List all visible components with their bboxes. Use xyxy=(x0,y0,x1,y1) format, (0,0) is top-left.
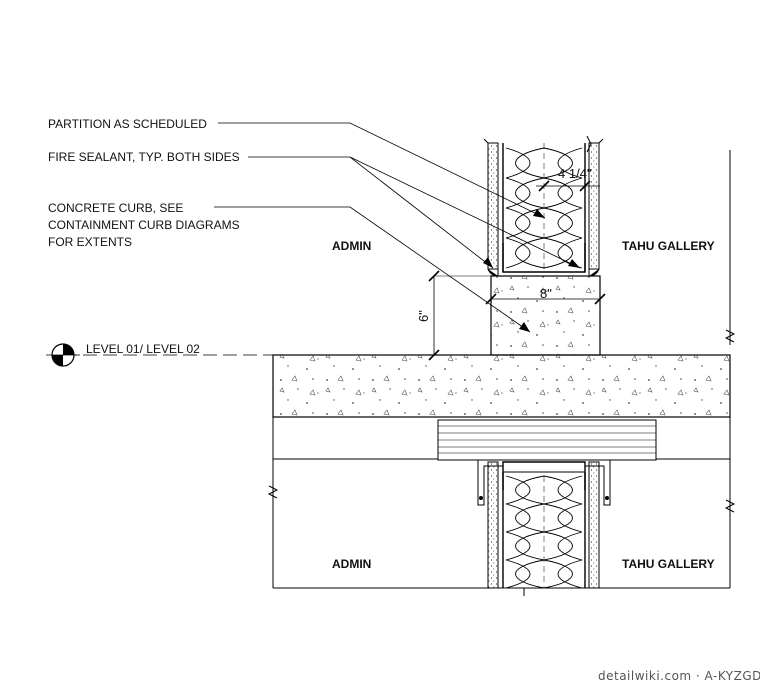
upper-partition xyxy=(483,138,604,277)
dimension-curb-height xyxy=(428,270,491,361)
deck-block xyxy=(437,419,657,461)
room-label-admin-lower: ADMIN xyxy=(332,557,371,571)
dimension-wall-thickness xyxy=(536,180,600,192)
note-curb-line-2: CONTAINMENT CURB DIAGRAMS xyxy=(48,218,240,232)
level-marker-icon xyxy=(46,343,80,367)
dim-label-wall-thickness: 4 1/4" xyxy=(558,166,592,181)
note-curb-line-1: CONCRETE CURB, SEE xyxy=(48,201,183,215)
lower-partition xyxy=(477,460,611,589)
leader-arrows xyxy=(483,209,580,332)
room-label-tahu-gallery-lower: TAHU GALLERY xyxy=(622,557,715,571)
concrete-curb xyxy=(485,275,606,356)
dim-label-curb-height: 6" xyxy=(416,310,431,322)
room-label-admin-upper: ADMIN xyxy=(332,239,371,253)
watermark: detailwiki.com · A-KYZGD xyxy=(598,669,760,683)
dim-label-curb-width: 8" xyxy=(540,286,552,301)
note-fire-sealant: FIRE SEALANT, TYP. BOTH SIDES xyxy=(48,150,240,164)
leader-lines xyxy=(214,122,581,333)
level-label: LEVEL 01/ LEVEL 02 xyxy=(86,342,200,356)
note-curb-line-3: FOR EXTENTS xyxy=(48,235,132,249)
room-boundaries xyxy=(267,135,736,596)
note-partition: PARTITION AS SCHEDULED xyxy=(48,117,207,131)
room-label-tahu-gallery-upper: TAHU GALLERY xyxy=(622,239,715,253)
